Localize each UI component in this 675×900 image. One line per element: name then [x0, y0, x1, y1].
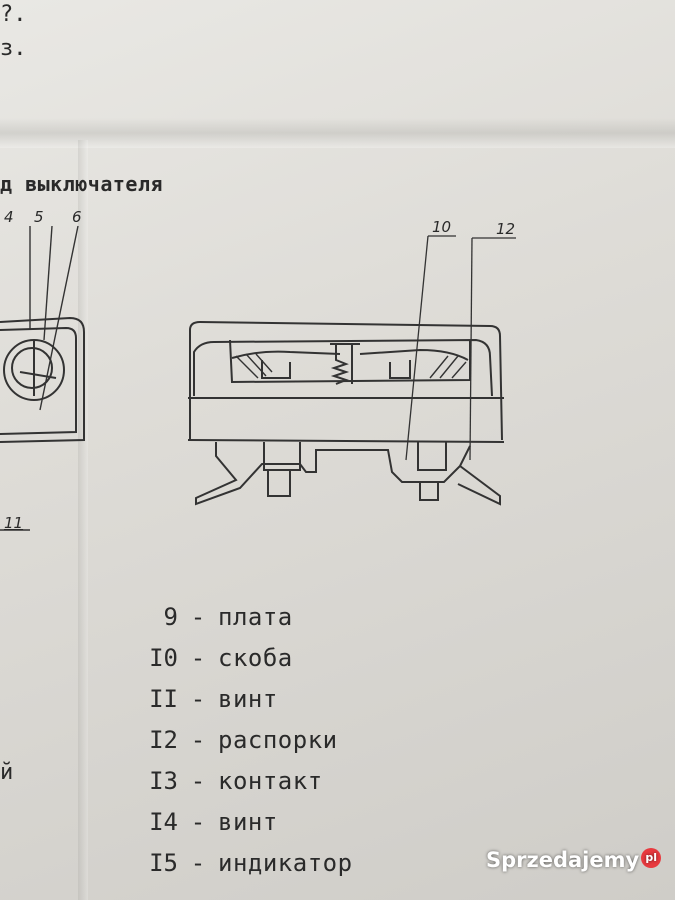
- legend-number: I2: [149, 725, 178, 754]
- legend-row: II - винт: [132, 678, 353, 719]
- watermark-badge: pl: [641, 848, 662, 868]
- legend-number: 9: [163, 602, 178, 631]
- left-switch-drawing: [0, 225, 85, 531]
- legend-number: I5: [149, 848, 178, 877]
- legend-dash: -: [190, 643, 206, 672]
- legend-row: I5 - индикатор: [132, 842, 353, 883]
- watermark-text: Sprzedajemy: [486, 848, 640, 872]
- legend-number: II: [149, 684, 178, 713]
- callout-5: 5: [34, 208, 44, 226]
- callout-6: 6: [72, 208, 82, 226]
- legend-name: скоба: [218, 643, 293, 672]
- legend-row: I2 - распорки: [132, 719, 353, 760]
- top-text-line-1: ?.: [0, 2, 27, 27]
- legend-number: I0: [149, 643, 178, 672]
- right-switch-drawing: [187, 235, 516, 506]
- legend-name: винт: [218, 684, 278, 713]
- legend-name: распорки: [218, 725, 338, 754]
- legend-dash: -: [190, 602, 206, 631]
- paper-fold-horizontal: [0, 118, 675, 148]
- legend-name: плата: [218, 602, 293, 631]
- legend-name: индикатор: [218, 848, 353, 877]
- left-margin-glyph: й: [0, 760, 14, 785]
- top-text-line-2: з.: [0, 36, 27, 61]
- parts-legend: 9 - плата I0 - скоба II - винт I2 - расп…: [132, 596, 353, 883]
- legend-dash: -: [190, 807, 206, 836]
- legend-row: I0 - скоба: [132, 637, 353, 678]
- legend-row: I4 - винт: [132, 801, 353, 842]
- legend-dash: -: [190, 684, 206, 713]
- legend-row: 9 - плата: [132, 596, 353, 637]
- legend-name: контакт: [218, 766, 323, 795]
- legend-number: I4: [149, 807, 178, 836]
- legend-dash: -: [190, 848, 206, 877]
- callout-10: 10: [432, 218, 452, 236]
- callout-11: 11: [4, 514, 24, 532]
- legend-name: винт: [218, 807, 278, 836]
- legend-dash: -: [190, 766, 206, 795]
- legend-number: I3: [149, 766, 178, 795]
- callout-12: 12: [496, 220, 516, 238]
- section-heading: д выключателя: [0, 172, 164, 196]
- legend-dash: -: [190, 725, 206, 754]
- legend-row: I3 - контакт: [132, 760, 353, 801]
- callout-4: 4: [4, 208, 14, 226]
- paper-fold-vertical: [78, 140, 88, 900]
